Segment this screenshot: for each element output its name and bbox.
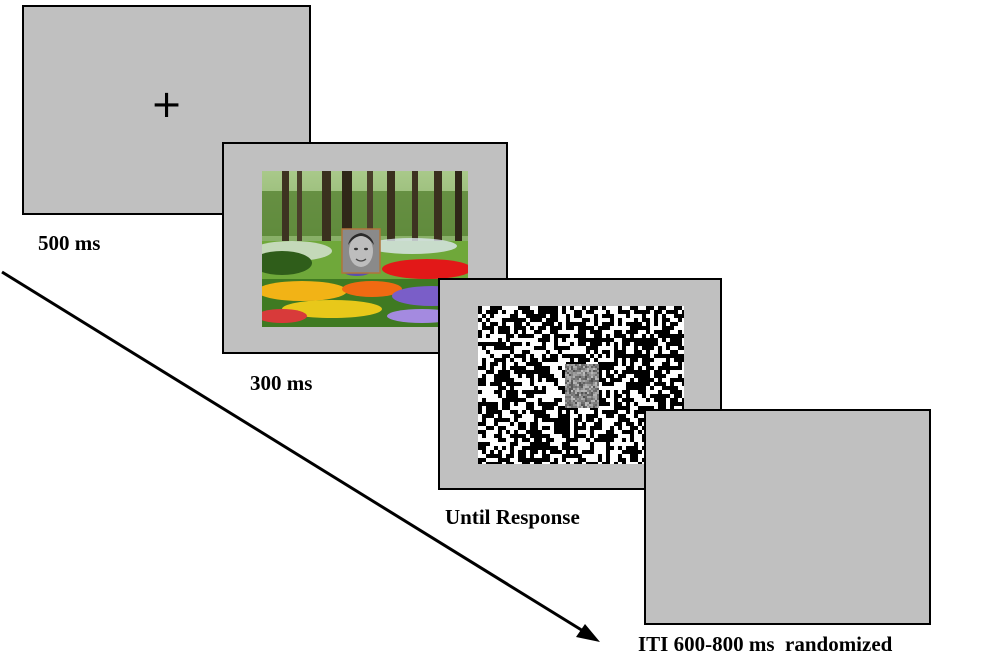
blank-frame <box>644 409 931 625</box>
garden-scene-image <box>262 171 468 327</box>
scene-duration-label: 300 ms <box>250 371 313 395</box>
fixation-cross: + <box>150 82 183 126</box>
fixation-duration-label: 500 ms <box>38 231 101 255</box>
iti-duration-label: ITI 600-800 ms randomized <box>638 632 893 656</box>
mask-duration-label: Until Response <box>445 505 580 529</box>
